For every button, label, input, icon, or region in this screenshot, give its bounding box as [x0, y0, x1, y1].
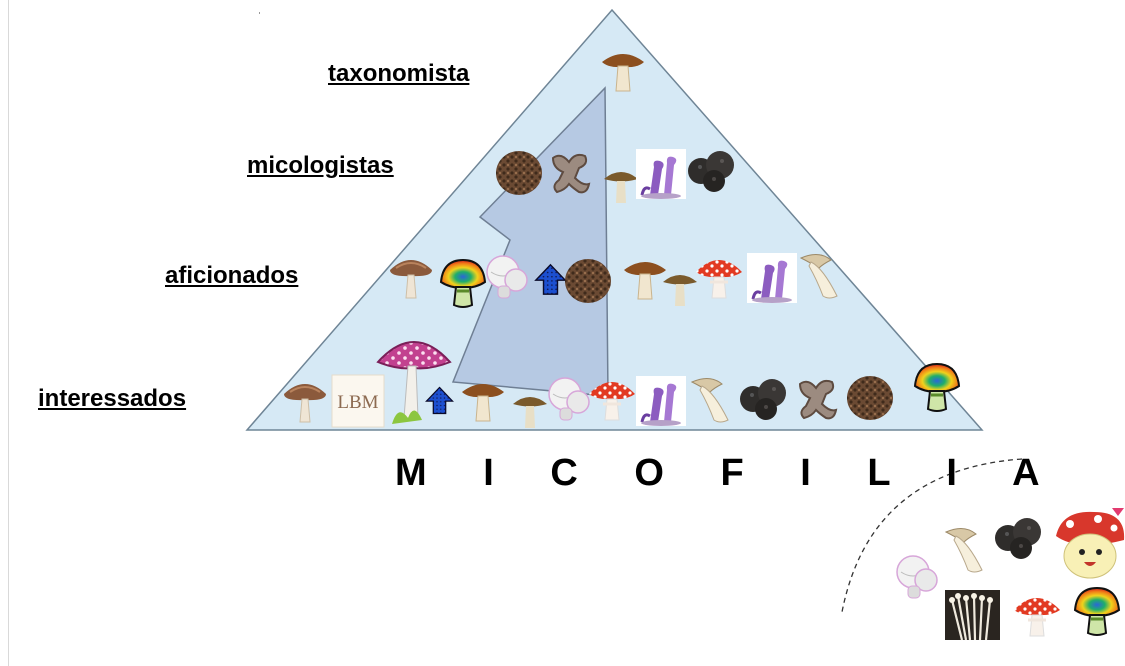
- purple-coral-mushroom-icon: [634, 147, 688, 201]
- pink-toadstool-icon: [376, 341, 452, 424]
- enoki-mushroom-icon: [945, 590, 1000, 641]
- slide-left-edge: [8, 0, 9, 666]
- level-label-micologistas: micologistas: [247, 152, 394, 179]
- diagram-title: M I C O F I L I A: [395, 452, 1063, 494]
- white-button-mushroom-icon: [896, 555, 938, 599]
- rainbow-mushroom-icon: [1073, 586, 1121, 637]
- monogram-icon: LBM: [331, 374, 385, 428]
- king-oyster-mushroom-icon: [945, 527, 983, 573]
- truffle-icon: [995, 518, 1041, 559]
- pyramid: [245, 8, 984, 431]
- purple-coral-mushroom-icon: [745, 251, 799, 305]
- level-label-interessados: interessados: [38, 385, 187, 412]
- morel-mushroom-icon: [847, 376, 893, 420]
- purple-coral-mushroom-icon: [634, 374, 688, 428]
- svg-text:LBM: LBM: [337, 392, 378, 413]
- cartoon-mushroom-icon: [1056, 508, 1125, 579]
- morel-mushroom-icon: [496, 151, 542, 195]
- morel-mushroom-icon: [565, 259, 611, 303]
- level-label-taxonomista: taxonomista: [328, 60, 470, 87]
- dashed-arc: [841, 458, 1023, 613]
- fly-agaric-mushroom-icon: [1012, 596, 1062, 638]
- speck: [259, 12, 260, 14]
- level-label-aficionados: aficionados: [165, 262, 299, 289]
